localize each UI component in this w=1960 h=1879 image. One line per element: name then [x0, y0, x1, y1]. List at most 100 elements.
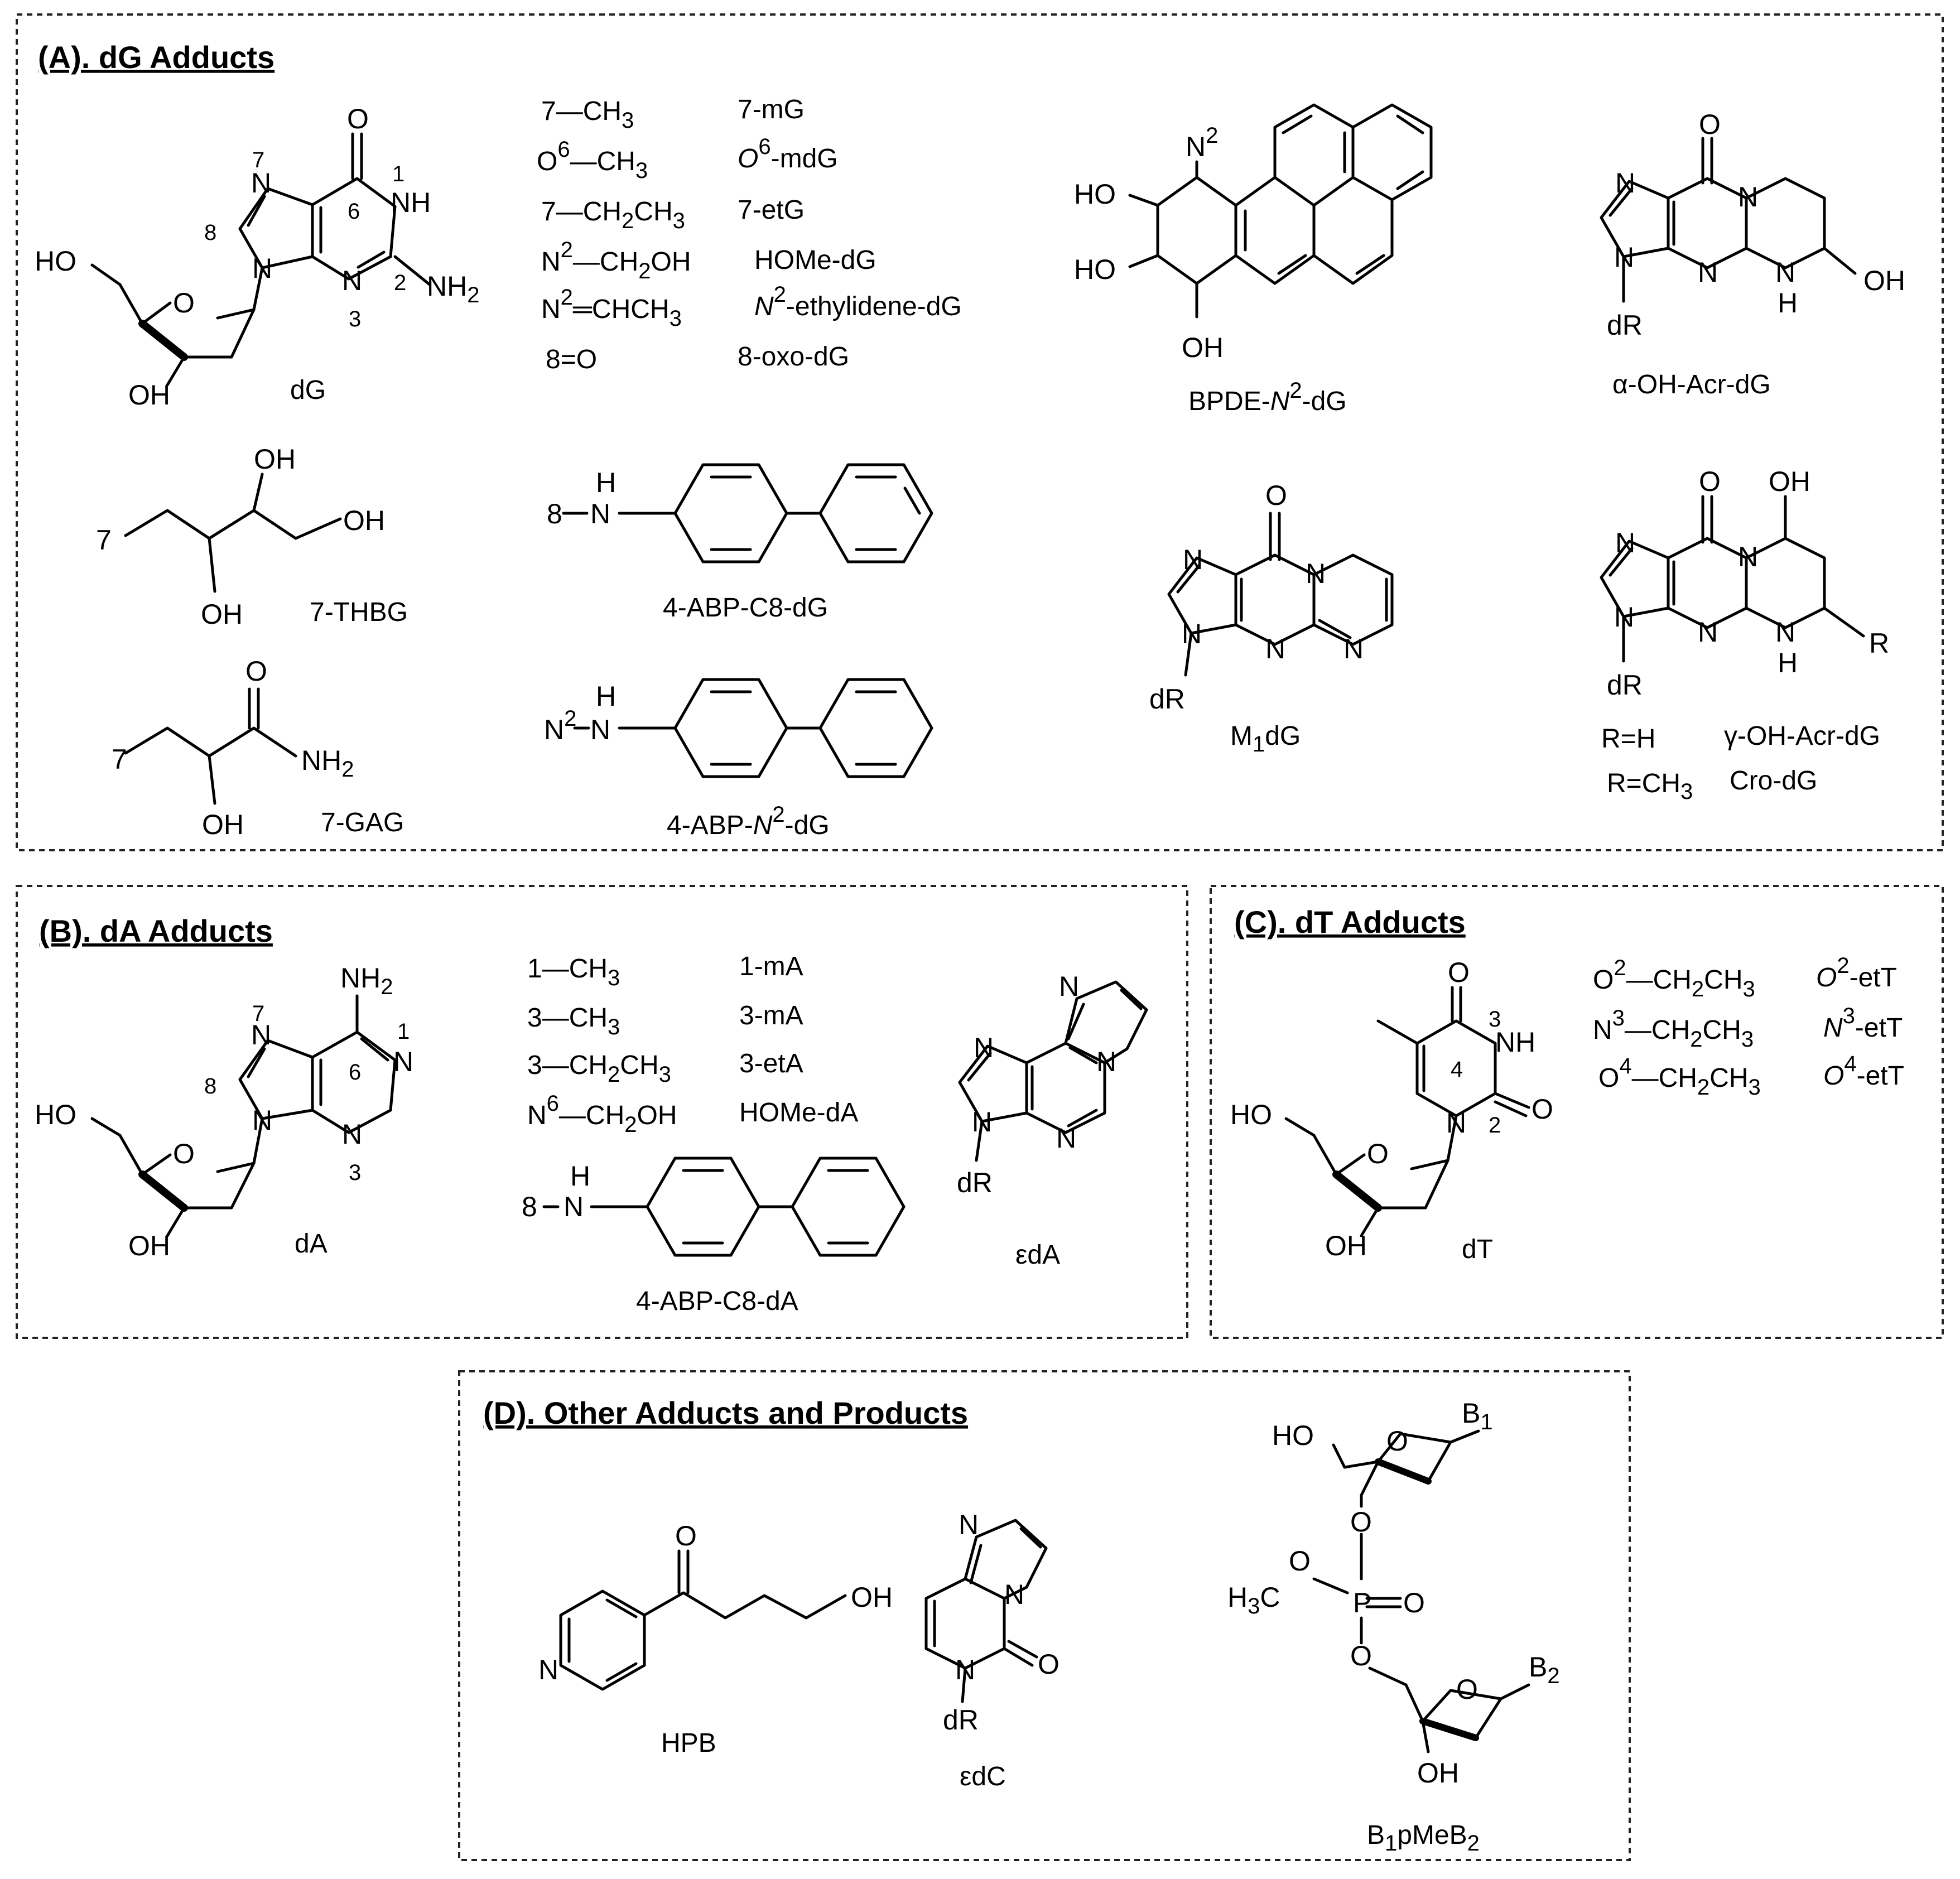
m1dg-n-right: N [1343, 633, 1364, 664]
m1dg-n3: N [1265, 633, 1285, 664]
abp-c8-dg-attach: 8 [547, 498, 562, 529]
dg-structure [90, 132, 431, 387]
dg-name: dG [290, 375, 326, 405]
edc-n-bottom: N [955, 1654, 975, 1685]
thbg-attach: 7 [96, 524, 112, 556]
dg-pos-8: 8 [204, 220, 216, 245]
a-oh-acr-nh-h: H [1778, 287, 1798, 319]
thbg-oh-right: OH [343, 505, 385, 536]
b1pmeb2-h3c: H3C [1227, 1582, 1280, 1618]
abp-c8-dg-name: 4-ABP-C8-dG [663, 593, 828, 623]
svg-text:N6—CH2OH: N6—CH2OH [527, 1091, 677, 1137]
b1pmeb2-ring-o-top: O [1386, 1425, 1408, 1457]
da-substituent-table: 1—CH3 1-mA 3—CH3 3-mA 3—CH2CH3 3-etA N6—… [527, 952, 858, 1137]
edc-name: εdC [960, 1762, 1006, 1791]
g-oh-acr-oh: OH [1769, 466, 1810, 497]
svg-text:O2-etT: O2-etT [1816, 953, 1897, 993]
g-oh-acr-variant-name-2: Cro-dG [1730, 766, 1817, 796]
svg-text:7-mG: 7-mG [738, 95, 805, 124]
dt-structure [1284, 986, 1530, 1237]
dt-oh: OH [1325, 1230, 1367, 1261]
da-pos-3: 3 [349, 1160, 361, 1185]
bpde-ho-2: HO [1074, 254, 1116, 285]
da-n3: N [342, 1119, 362, 1150]
edc-n-right: N [1004, 1579, 1024, 1610]
a-oh-acr-structure [1600, 137, 1857, 303]
svg-text:O4-etT: O4-etT [1823, 1052, 1904, 1091]
m1dg-n9: N [1182, 618, 1202, 649]
svg-text:1—CH3: 1—CH3 [527, 954, 620, 990]
eda-n9: N [972, 1106, 992, 1138]
bpde-structure [1128, 103, 1433, 319]
dg-n9: N [252, 253, 272, 284]
b1pmeb2-structure [1312, 1429, 1530, 1753]
a-oh-acr-oh: OH [1863, 265, 1905, 296]
svg-text:N3—CH2CH3: N3—CH2CH3 [1593, 1006, 1754, 1052]
thbg-oh-bottom: OH [201, 599, 243, 630]
hpb-o: O [675, 1520, 697, 1552]
da-n7: N [251, 1019, 271, 1051]
hpb-structure [559, 1549, 847, 1691]
da-n1: N [393, 1046, 413, 1077]
b1pmeb2-ring-o-bottom: O [1456, 1674, 1478, 1705]
a-oh-acr-n9: N [1614, 242, 1634, 273]
dg-ho: HO [35, 245, 76, 277]
m1dg-dr: dR [1149, 683, 1185, 715]
dg-n3: N [342, 265, 362, 296]
dg-substituent-table: 7—CH3 7-mG O6—CH3 O6-mdG 7—CH2CH3 7-etG … [537, 95, 962, 374]
g-oh-acr-nh-n: N [1775, 616, 1795, 648]
dg-ring-o: O [173, 287, 195, 319]
hpb-oh: OH [851, 1582, 893, 1613]
bpde-name: BPDE-N2-dG [1188, 378, 1347, 416]
dt-nh: NH [1495, 1027, 1535, 1058]
m1dg-n7: N [1183, 544, 1203, 575]
panel-c-frame [1210, 885, 1944, 1339]
g-oh-acr-o: O [1699, 466, 1721, 497]
dt-pos-2: 2 [1489, 1113, 1501, 1138]
abp-c8-da-structure [542, 1157, 906, 1257]
m1dg-n1: N [1306, 558, 1326, 589]
eda-name: εdA [1015, 1240, 1060, 1270]
a-oh-acr-name: α-OH-Acr-dG [1612, 370, 1771, 399]
bpde-ho-1: HO [1074, 179, 1116, 210]
dt-substituent-table: O2—CH2CH3 O2-etT N3—CH2CH3 N3-etT O4—CH2… [1593, 953, 1904, 1100]
dg-carbonyl-o: O [347, 103, 369, 134]
svg-text:O6-mdG: O6-mdG [738, 134, 838, 174]
dg-pos-6: 6 [348, 199, 360, 224]
edc-o: O [1038, 1649, 1060, 1680]
gag-structure [124, 687, 297, 805]
g-oh-acr-n3: N [1698, 616, 1718, 648]
gag-nh2: NH2 [301, 745, 354, 782]
svg-text:N3-etT: N3-etT [1823, 1004, 1903, 1043]
b1pmeb2-o-ester-top: O [1350, 1506, 1372, 1538]
da-pos-7: 7 [252, 1001, 264, 1026]
g-oh-acr-variant-r-ch3: R=CH3 [1607, 769, 1693, 804]
dg-n1h: NH [391, 187, 431, 218]
eda-n-bottom: N [1056, 1122, 1076, 1154]
a-oh-acr-n3: N [1698, 257, 1718, 288]
a-oh-acr-nh-n: N [1775, 257, 1795, 288]
dt-pos-3: 3 [1489, 1007, 1501, 1032]
svg-text:3-mA: 3-mA [739, 1001, 803, 1030]
eda-dr: dR [957, 1167, 993, 1198]
b1pmeb2-o-methoxy: O [1289, 1545, 1311, 1577]
da-n9: N [252, 1105, 272, 1136]
svg-text:8=O: 8=O [546, 345, 597, 374]
g-oh-acr-n9: N [1614, 601, 1634, 633]
m1dg-name: M1dG [1230, 721, 1301, 757]
abp-c8-da-h: H [570, 1160, 590, 1192]
bpde-oh: OH [1182, 332, 1224, 363]
panel-b-title: (B). dA Adducts [39, 913, 273, 948]
edc-n-top: N [959, 1509, 979, 1540]
gag-attach: 7 [112, 744, 127, 775]
g-oh-acr-variant-r-h: R=H [1601, 724, 1655, 754]
hpb-n: N [538, 1654, 558, 1685]
da-pos-1: 1 [397, 1019, 410, 1044]
panel-d-frame [458, 1370, 1631, 1861]
m1dg-o: O [1265, 480, 1287, 511]
b1pmeb2-po: O [1403, 1587, 1425, 1618]
dg-pos-2: 2 [394, 271, 406, 295]
dt-ring-o: O [1367, 1138, 1389, 1169]
da-pos-8: 8 [204, 1074, 216, 1099]
